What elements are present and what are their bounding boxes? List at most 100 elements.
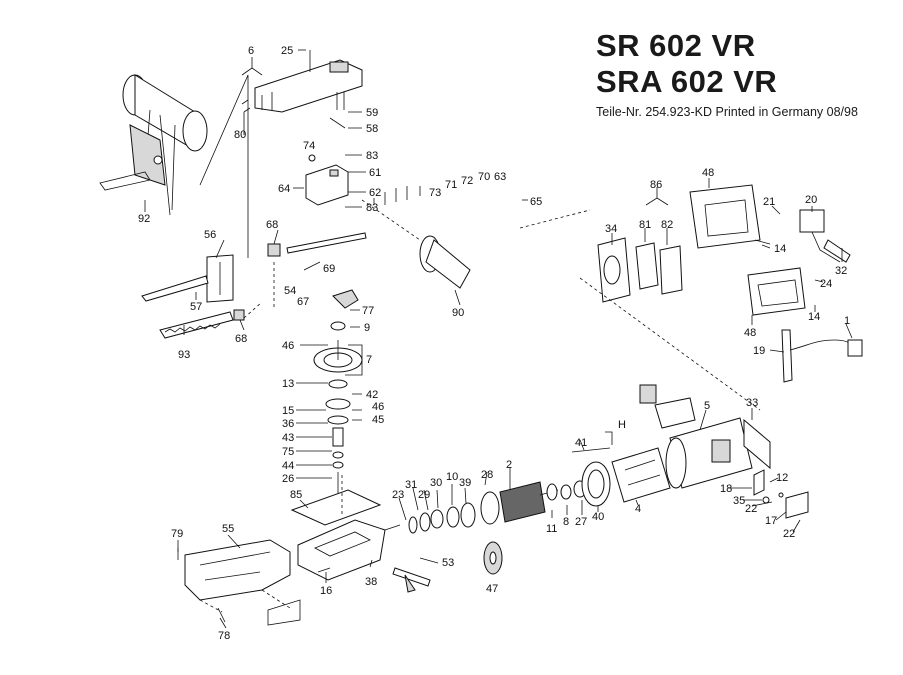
callout-72: 72	[461, 175, 473, 187]
callout-53: 53	[442, 557, 454, 569]
saw-blade-93	[159, 311, 234, 339]
callout-4: 4	[635, 503, 641, 515]
callout-57: 57	[190, 301, 202, 313]
callout-70: 70	[478, 171, 490, 183]
callout-13: 13	[282, 378, 294, 390]
callout-15: 15	[282, 405, 294, 417]
callout-28: 28	[481, 469, 493, 481]
callout-9: 9	[364, 322, 370, 334]
callout-18: 18	[720, 483, 732, 495]
end-plate-34	[597, 237, 631, 303]
motor-housing-5	[665, 417, 753, 489]
callout-31: 31	[405, 479, 417, 491]
callout-5: 5	[704, 400, 710, 412]
callout-85: 85	[290, 489, 302, 501]
callout-22-upper: 22	[745, 503, 757, 515]
callout-46-lower: 46	[372, 401, 384, 413]
callout-68-upper: 68	[266, 219, 278, 231]
callout-26: 26	[282, 473, 294, 485]
plate-82	[659, 245, 683, 295]
screw-14	[754, 239, 771, 245]
gear-housing-38	[297, 519, 386, 581]
callout-19: 19	[753, 345, 765, 357]
nut-9	[330, 321, 346, 331]
callout-73: 73	[429, 187, 441, 199]
callout-8: 8	[563, 516, 569, 528]
callout-29: 29	[418, 489, 430, 501]
callout-38: 38	[365, 576, 377, 588]
callout-56: 56	[204, 229, 216, 241]
callout-64: 64	[278, 183, 290, 195]
callout-61: 61	[369, 167, 381, 179]
callout-59: 59	[366, 107, 378, 119]
field-coil-4	[611, 447, 671, 503]
callout-40: 40	[592, 511, 604, 523]
callout-39: 39	[459, 477, 471, 489]
auxiliary-handle-part	[419, 235, 471, 289]
callout-27: 27	[575, 516, 587, 528]
callout-92: 92	[138, 213, 150, 225]
callout-16: 16	[320, 585, 332, 597]
switch-components	[639, 384, 696, 429]
frame-6-lines	[199, 74, 249, 258]
armature-2	[480, 481, 559, 525]
callout-H: H	[618, 419, 626, 431]
bevel-gear-47	[483, 541, 503, 575]
callout-80: 80	[234, 129, 246, 141]
callout-23: 23	[392, 489, 404, 501]
callout-6: 6	[248, 45, 254, 57]
callout-33: 33	[746, 397, 758, 409]
callout-78: 78	[218, 630, 230, 642]
callout-69: 69	[323, 263, 335, 275]
callout-21: 21	[763, 196, 775, 208]
callout-34: 34	[605, 223, 617, 235]
housing-plate-85	[290, 489, 382, 526]
callout-65: 65	[530, 196, 542, 208]
callout-22-lower: 22	[783, 528, 795, 540]
callout-67: 67	[297, 296, 309, 308]
callout-24: 24	[820, 278, 832, 290]
callout-48-upper: 48	[702, 167, 714, 179]
guide-bar-part	[286, 232, 367, 254]
spindle-tip	[404, 574, 416, 593]
callout-77: 77	[362, 305, 374, 317]
bearing-row	[384, 502, 476, 534]
callout-41: 41	[575, 437, 587, 449]
block-68-lower	[233, 309, 245, 321]
callout-43: 43	[282, 432, 294, 444]
switch-20	[799, 209, 851, 263]
callout-14-upper: 14	[774, 243, 786, 255]
plate-81	[635, 242, 659, 290]
callout-12: 12	[776, 472, 788, 484]
callout-30: 30	[430, 477, 442, 489]
callout-90: 90	[452, 307, 464, 319]
model-title-sr: SR 602 VR	[596, 28, 756, 63]
callout-46-upper: 46	[282, 340, 294, 352]
guide-frame-part	[241, 59, 363, 113]
block-68-upper	[267, 243, 281, 257]
callout-10: 10	[446, 471, 458, 483]
callout-83-upper: 83	[366, 150, 378, 162]
front-housing-55	[184, 539, 301, 626]
callout-32: 32	[835, 265, 847, 277]
pipe-clamp-attachment	[99, 74, 208, 216]
callout-54: 54	[284, 285, 296, 297]
callout-42: 42	[366, 389, 378, 401]
callout-45: 45	[372, 414, 384, 426]
shoe-plate-part	[206, 254, 234, 303]
screw-pins	[309, 50, 346, 129]
callout-36: 36	[282, 418, 294, 430]
eccentric-wheel-7	[313, 340, 363, 373]
blade-upper	[141, 275, 209, 302]
part-number-subtitle: Teile-Nr. 254.923-KD Printed in Germany …	[596, 105, 858, 119]
callout-35: 35	[733, 495, 745, 507]
callout-47: 47	[486, 583, 498, 595]
brush-parts	[753, 469, 809, 519]
callout-82: 82	[661, 219, 673, 231]
callout-75: 75	[282, 446, 294, 458]
cover-plate-33	[743, 418, 771, 470]
callout-86: 86	[650, 179, 662, 191]
callout-93: 93	[178, 349, 190, 361]
callout-68-lower: 68	[235, 333, 247, 345]
